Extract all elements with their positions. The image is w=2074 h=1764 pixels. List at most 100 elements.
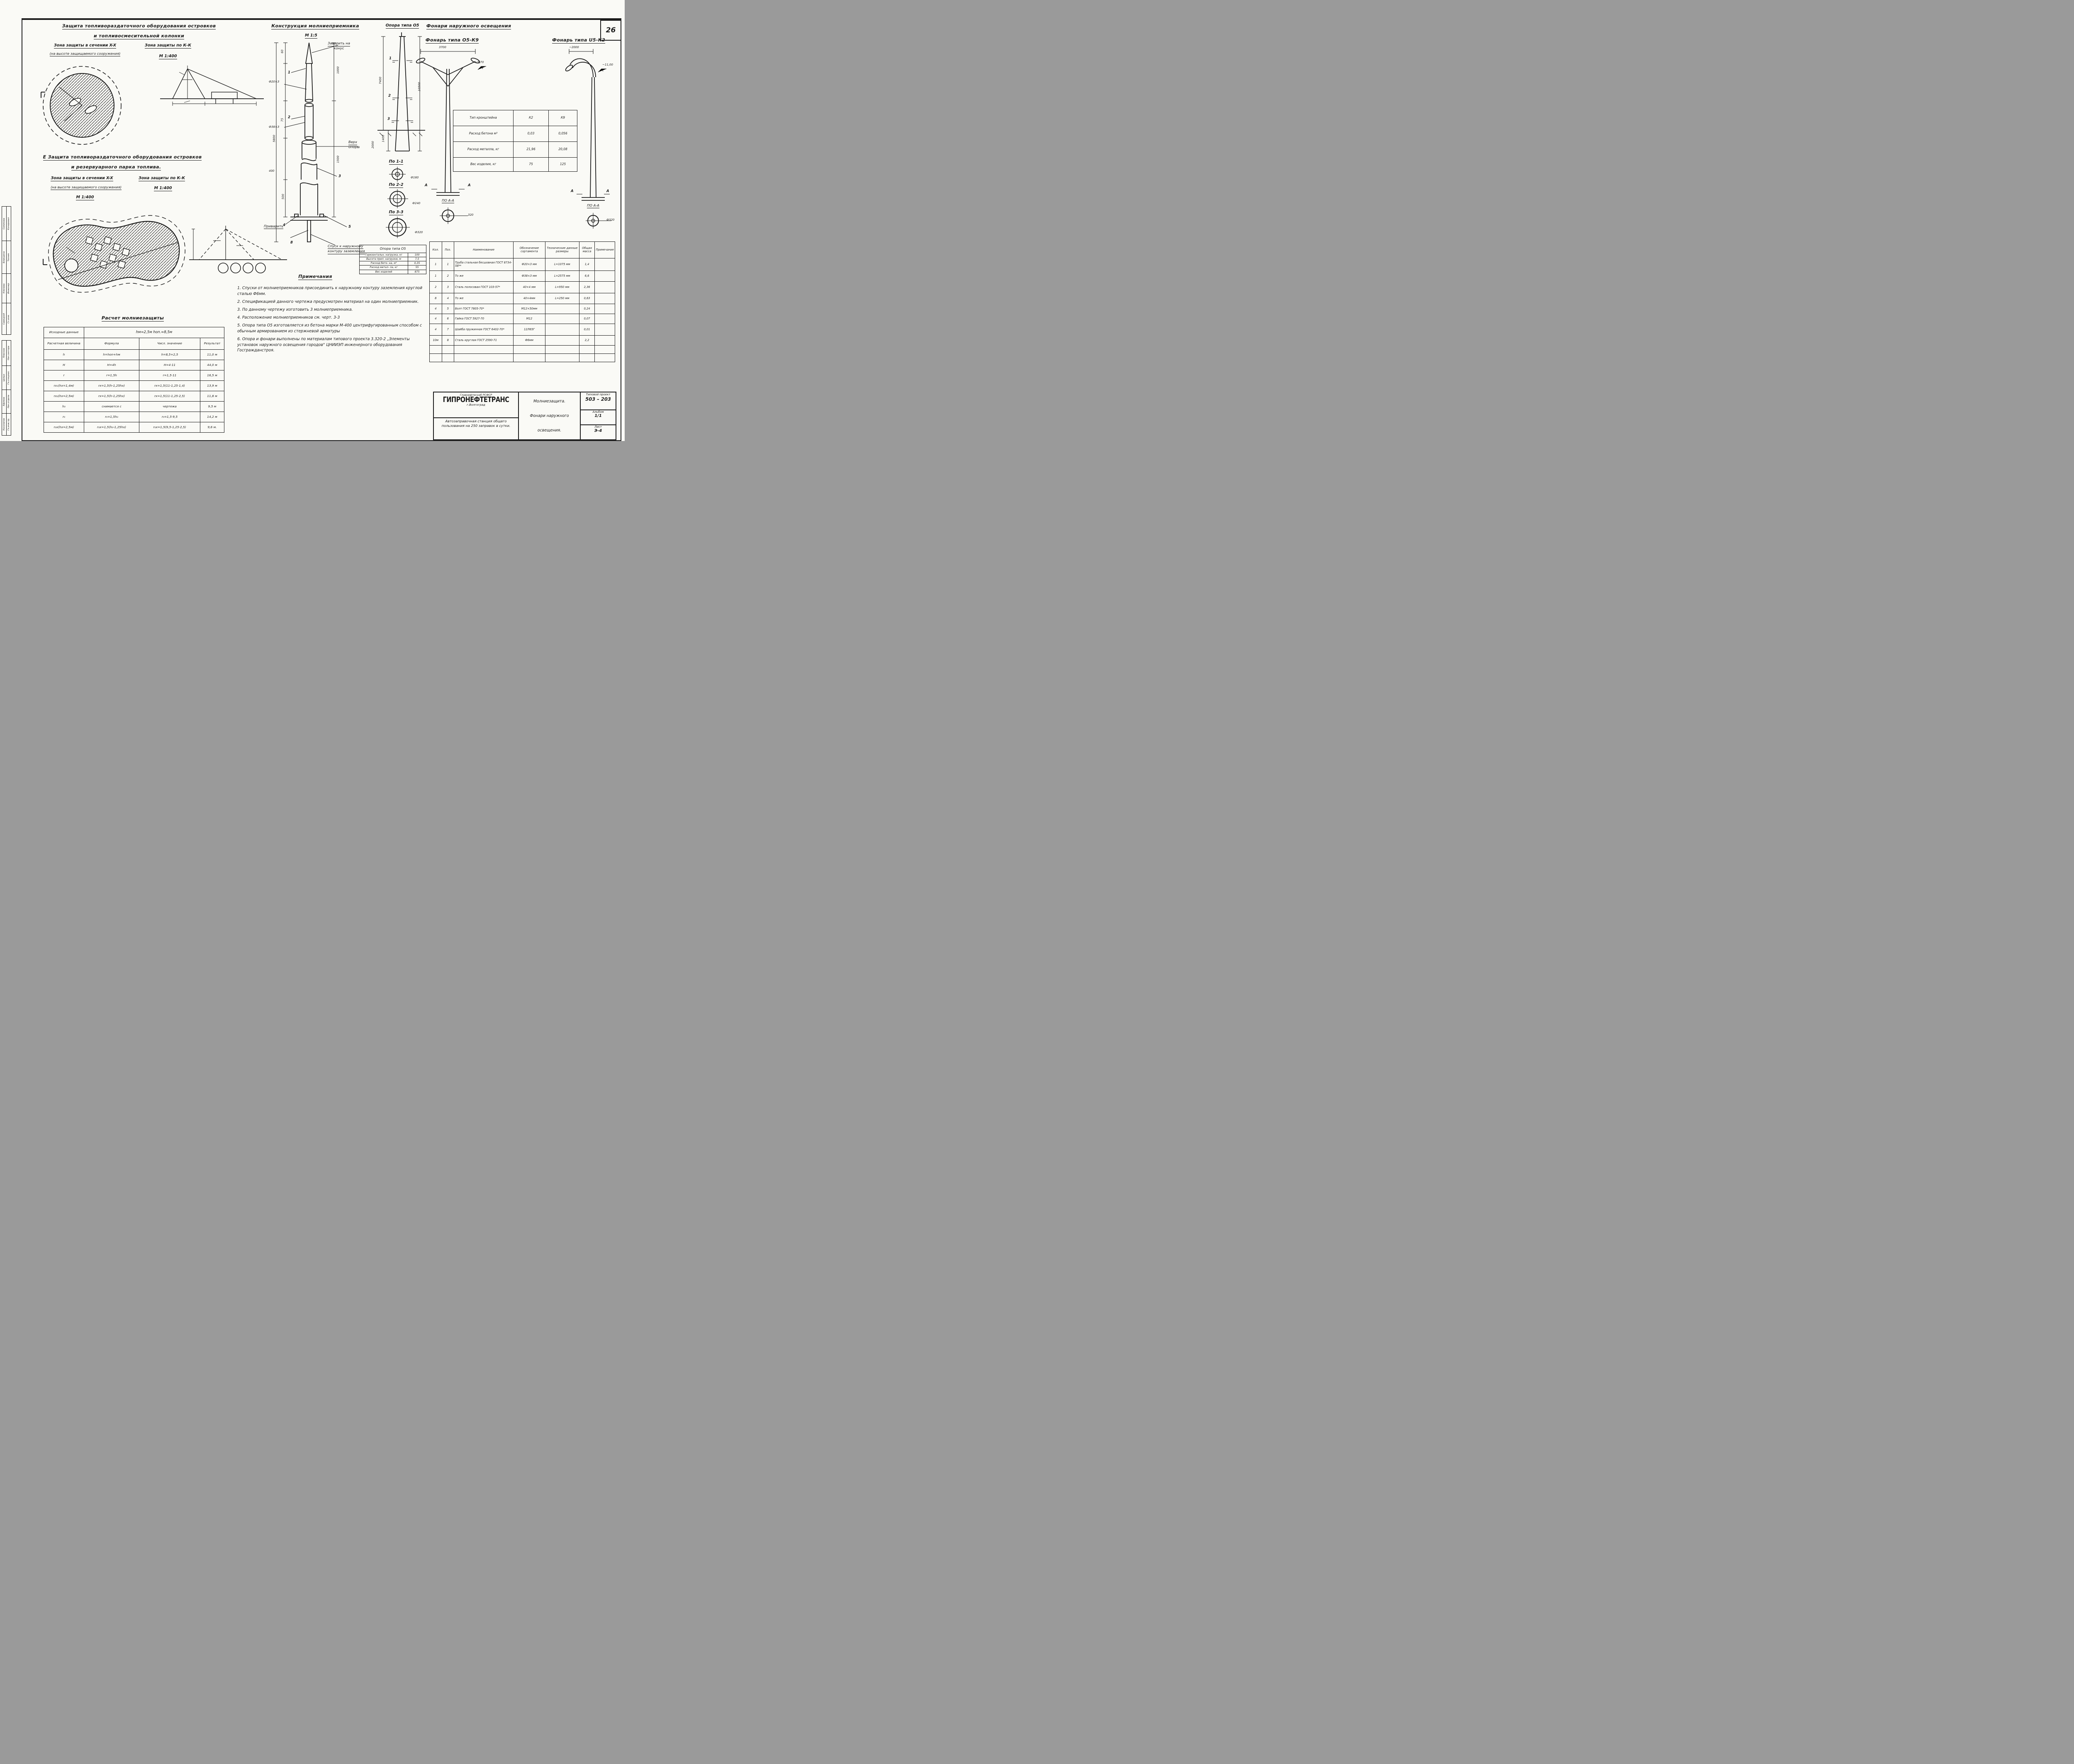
cell [545,324,579,336]
stamp-role: Копировал [6,206,11,241]
cell-value: 0,35 [408,261,426,266]
notes-title: Примечания [274,274,357,280]
table-row: Расход бетона м³ 0,03 0,056 [453,126,577,142]
cell-header: Поз. [441,241,454,258]
rod-scale: М 1:5 [290,33,332,39]
section2-title1-text: Е Защита топливораздаточного оборудовани… [43,154,202,161]
stamp-role: Нач.сектора [6,340,11,366]
section-3-3-label: По 3-3 [377,210,415,215]
cell: r₀ [44,412,84,422]
section-1-1-label: По 1-1 [377,159,415,165]
stamp-role: Инженер [6,273,11,303]
cell: 9,5 м [200,401,224,412]
cell: 9,6 м. [200,422,224,433]
table-row: 2 3 Сталь полосовая ГОСТ 103-57* 40×4 мм… [429,281,615,293]
table-row: Горизонтальн. нагрузка, кг 100 [359,252,426,258]
cell: 0,63 [579,293,595,304]
cell: 0,01 [579,324,595,336]
cell-header: Кол. [429,241,442,258]
cell: H=4h [84,360,139,370]
cell: снимается с [84,401,139,412]
lamp2-marker-a-right: А [606,189,609,193]
support-dim-7400: 7400 [378,77,382,84]
zone2-kk-scale-text: М 1:400 [154,186,172,191]
cell-header: К9 [548,110,577,126]
table-row: Вес изделия, кг 75 125 [453,157,577,172]
cell-label: Расход металла, кг [453,141,514,158]
album-cell: Альбом 1/1 [581,410,616,425]
cell: Ф6мм [513,335,545,346]
cell: h=8,5+2,5 [139,349,200,360]
page-number-box: 26 [600,20,621,41]
note-item-3: 3. По данному чертежу изготовить 3 молни… [237,307,353,312]
cell: 6 [441,314,454,324]
cell: L=2575 мм [545,270,579,282]
section-1-1-dia: Ф160 [411,176,419,179]
support-table-title: Опора типа О5 [359,245,426,253]
rod-item-3: 3 [338,174,341,178]
lamp1-title-text: Фонарь типа О5-К9 [425,37,479,44]
cell: rх=1,5(h-1,25hх) [84,380,139,391]
cell: Ф20×3 мм [513,258,545,271]
cell: Сталь полосовая ГОСТ 103-57* [453,281,514,293]
cell [594,324,615,336]
section-1-1-text: По 1-1 [389,159,404,165]
cell: r [44,370,84,381]
lamps-heading: Фонари наружного освещения [407,23,531,29]
cell: 14,2 м [200,412,224,422]
bracket-table: Тип кронштейна К2 К9 Расход бетона м³ 0,… [453,110,577,172]
table-row: 1 2 То же Ф38×3 мм L=2575 мм 6,6 [429,270,615,282]
zone2-kk-heading: Зона защиты по К-К [131,176,193,181]
section-2-2-label: По 2-2 [377,183,415,188]
cell: 12Л65Г [513,324,545,336]
stamp-row-roles: Ст.инж. Инженер Техник Копировал [6,206,11,335]
section1-title-line1: Защита топливораздаточного оборудования … [33,23,245,29]
cell [594,353,615,362]
zone-xx-subheading: (на высоте защищаемого сооружения) [35,51,135,56]
org-city: г.Волгоград [467,403,485,407]
sheet-title-1: Молниезащита. [533,399,565,404]
zone2-xx-scale: М 1:400 [66,195,104,200]
cell-label: Расход бето- на, м³ [359,261,408,266]
rod-dim-f20: Ф20×3 [269,80,280,83]
section-2-2-symbol [387,189,408,208]
cell: rх₂(hх=2,5м) [44,391,84,402]
support-title: Опора типа О5 [373,23,431,29]
lamp1-section-text: ПО А-А [442,198,454,203]
cell-label: Вес изделий [359,269,408,274]
cell: 6,6 [579,270,595,282]
cell-header: Исходные данные [44,327,84,338]
zone-kk-scale-text: М 1:400 [159,54,177,59]
cell: r₀=1,5·9,5 [139,412,200,422]
lamp1-dim-3700: 3700 [439,46,446,49]
support-table-title-row: Опора типа О5 [359,245,426,253]
note-item-1: 1. Спуски от молниеприемников присоедини… [237,286,423,296]
cell: 11,0 м [200,349,224,360]
support-cut-3: 3 [387,117,390,121]
cell: rх₁(hх=1,4м) [44,380,84,391]
rod-item-1: 1 [288,71,290,75]
cell: h₀ [44,401,84,412]
section2-title-line2: и резервуарного парка топлива. [62,164,170,171]
stamp-row-names: Косолапов Ефимов Целых Плеснов [2,340,7,436]
cell: М12×50мм [513,304,545,314]
table-row: h₀ снимается с чертежа 9,5 м [44,401,224,412]
cell [429,345,442,354]
object-cell: Автозаправочная станция общего пользован… [441,419,511,428]
cell: L=1075 мм [545,258,579,271]
table-row: Высота прил. нагрузки, м 7,5 [359,257,426,262]
table-row: Расход металла, кг 21,96 20,08 [453,141,577,158]
zone-xx-sub-text: (на высоте защищаемого сооружения) [49,51,121,56]
cell: 10м [429,335,442,346]
table-row-empty [429,345,615,354]
cell: 0,07 [579,314,595,324]
project-number: 503 – 203 [585,396,611,402]
cell: 16,5 м [200,370,224,381]
table-row: 4 7 Шайба пружинная ГОСТ 6402-70* 12Л65Г… [429,324,615,336]
cell: 44,0 м [200,360,224,370]
rod-item-4: 4 [283,223,285,227]
lamp2-dim-1100: ~11,00 [602,63,613,66]
cell [594,270,615,282]
cell: r₀х(hх=2,5м) [44,422,84,433]
section2-title-line1: Е Защита топливораздаточного оборудовани… [35,154,209,161]
